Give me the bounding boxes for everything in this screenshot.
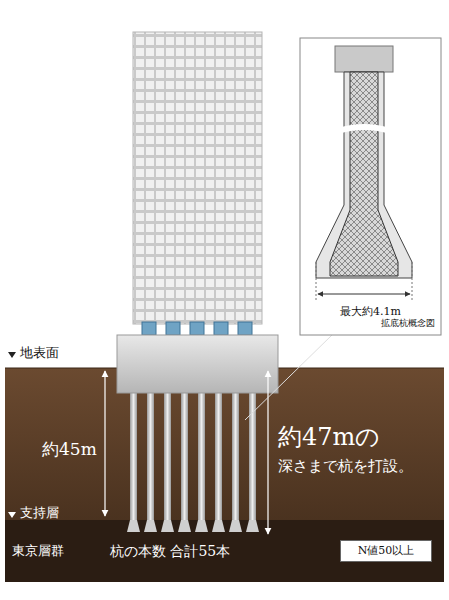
- seismic-isolators: [142, 322, 252, 335]
- rebar-cage: [330, 72, 398, 276]
- pile-cap: [335, 46, 393, 72]
- layer-label: 東京層群: [12, 544, 64, 558]
- depth-note: 深さまで杭を打設。: [278, 458, 413, 475]
- level-label: 地表面: [20, 346, 59, 360]
- pile-body: [316, 72, 412, 278]
- dimension-label: 最大約4.1m: [338, 305, 403, 318]
- leader-line: [245, 334, 333, 420]
- dimension-line: [318, 294, 410, 295]
- bearing-layer: [5, 520, 444, 582]
- value-box: N値50以上: [340, 540, 432, 562]
- n-value-label: N値50以上: [358, 544, 415, 557]
- dimension-line: [267, 371, 268, 534]
- depth-label: 約47mの: [278, 424, 380, 450]
- dimension-label: 約45m: [42, 440, 97, 459]
- piles: [127, 390, 259, 532]
- inset-callout: 最大約4.1m拡底杭概念図: [300, 298, 441, 335]
- level-mark: [8, 512, 16, 518]
- figure-caption: 拡底杭概念図: [381, 318, 435, 329]
- dimension-line: [104, 371, 105, 516]
- level-label: 支持層: [20, 506, 59, 520]
- level-mark: [8, 352, 16, 358]
- foundation-slab: [117, 335, 278, 393]
- pile-count: 杭の本数 合計55本: [110, 544, 230, 559]
- break-mark: [338, 124, 390, 134]
- inset-frame: [300, 38, 441, 335]
- tower: [133, 32, 262, 324]
